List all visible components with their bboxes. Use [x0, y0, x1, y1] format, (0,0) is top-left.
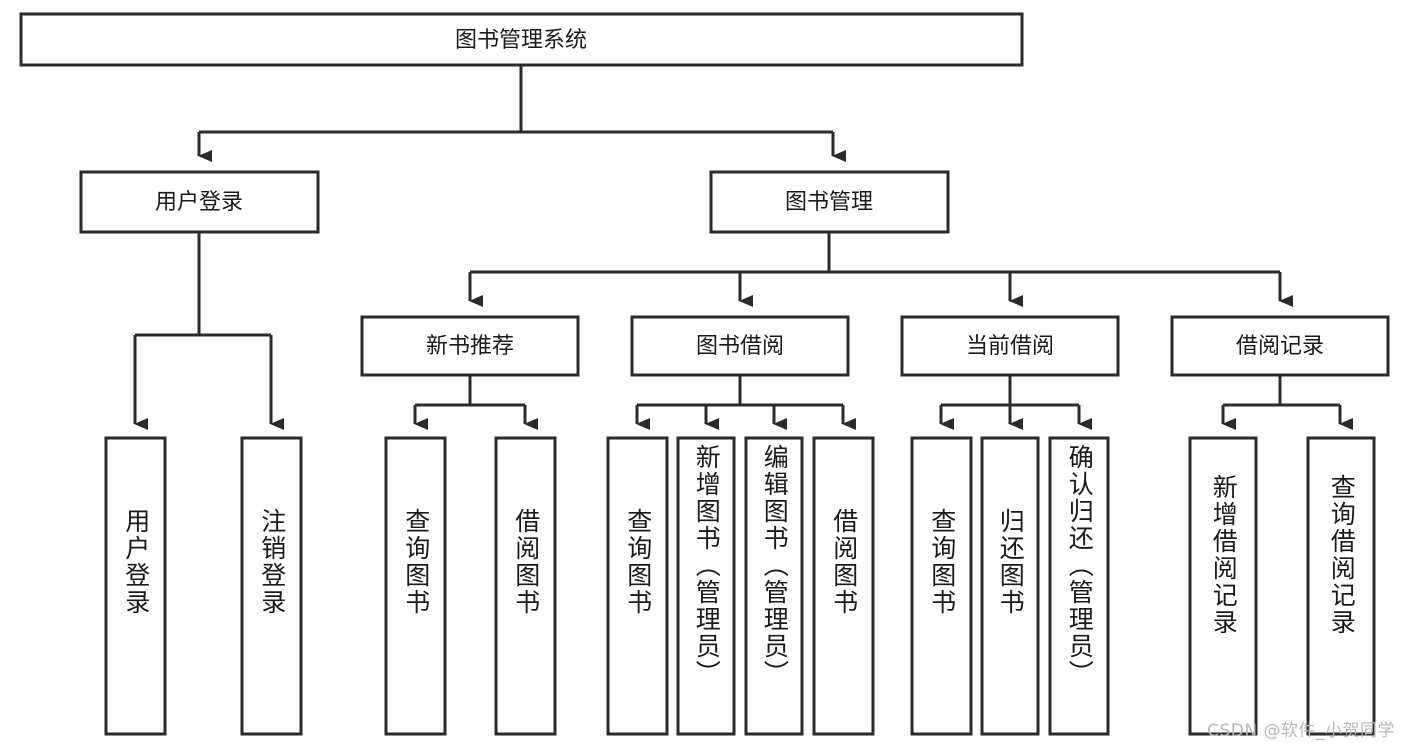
node-box-leaf-borrow-book-1[interactable]	[494, 436, 557, 736]
node-box-borrow-record[interactable]	[1170, 315, 1390, 377]
node-box-leaf-query-book-1[interactable]	[384, 436, 447, 736]
node-box-new-book-recommend[interactable]	[360, 315, 580, 377]
node-box-leaf-borrow-book-2[interactable]	[812, 436, 875, 736]
node-box-leaf-return-book[interactable]	[980, 436, 1040, 736]
node-layer: 图书管理系统 用户登录 图书管理 新书推荐 图书借阅 当前借阅 借阅记录	[19, 12, 1390, 736]
node-box-book-management[interactable]	[709, 170, 950, 234]
node-label-root: 图书管理系统	[455, 28, 587, 53]
node-label-book-management: 图书管理	[785, 190, 873, 215]
node-box-leaf-edit-book[interactable]	[744, 436, 804, 736]
node-label-book-borrow: 图书借阅	[696, 334, 784, 359]
node-box-user-login[interactable]	[79, 170, 320, 234]
csdn-watermark: CSDN @软件_小贺同学	[1207, 721, 1395, 741]
node-box-root[interactable]	[19, 12, 1024, 67]
node-box-leaf-user-login[interactable]	[104, 436, 167, 736]
node-label-borrow-record: 借阅记录	[1236, 334, 1324, 359]
node-box-book-borrow[interactable]	[630, 315, 850, 377]
node-box-leaf-query-book-3[interactable]	[910, 436, 973, 736]
node-box-current-borrow[interactable]	[900, 315, 1120, 377]
connector-layer	[133, 65, 1353, 430]
node-label-new-book-recommend: 新书推荐	[426, 334, 514, 359]
node-label-user-login: 用户登录	[155, 190, 243, 215]
node-box-leaf-add-record[interactable]	[1188, 436, 1258, 736]
node-box-leaf-add-book[interactable]	[676, 436, 736, 736]
node-box-leaf-query-record[interactable]	[1306, 436, 1376, 736]
node-label-current-borrow: 当前借阅	[966, 334, 1054, 359]
node-box-leaf-confirm-return[interactable]	[1048, 436, 1110, 736]
node-box-leaf-user-logout[interactable]	[240, 436, 303, 736]
node-box-leaf-query-book-2[interactable]	[606, 436, 669, 736]
